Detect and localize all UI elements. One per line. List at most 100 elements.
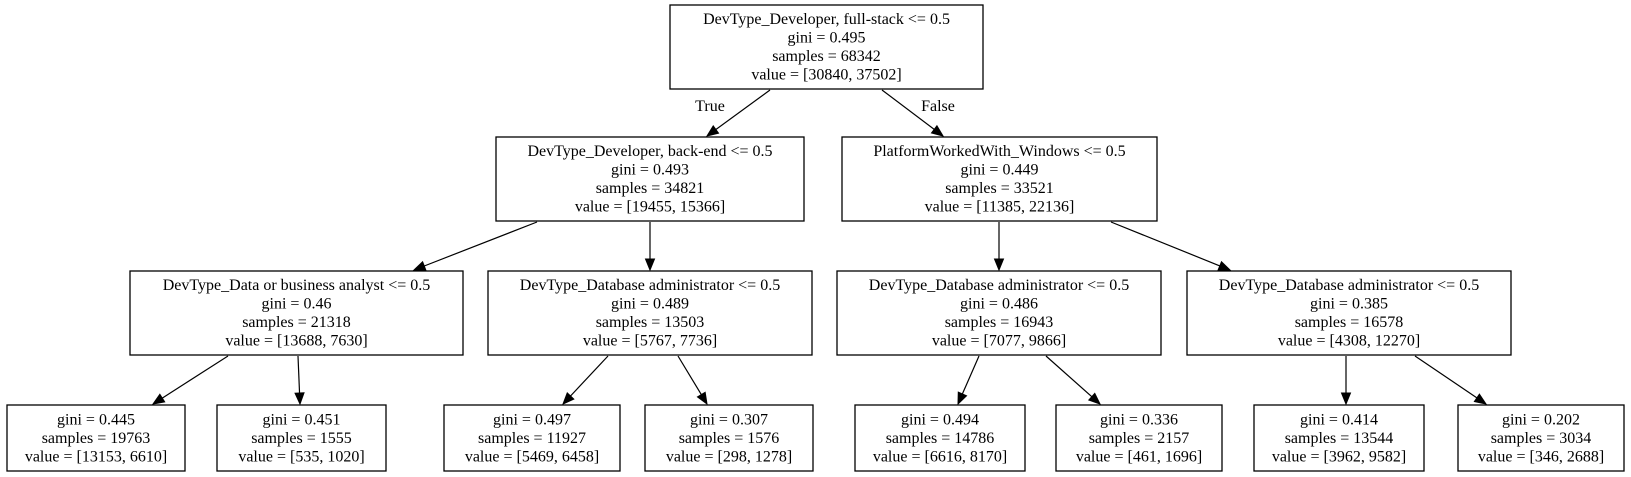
node-stat-line: value = [13153, 6610] <box>25 448 167 465</box>
node-box <box>1055 404 1223 472</box>
tree-split-node: DevType_Developer, full-stack <= 0.5 gini… <box>669 4 984 90</box>
node-split-rule: DevType_Developer, back-end <= 0.5 <box>527 143 772 160</box>
node-box <box>443 404 621 472</box>
node-stat-line: gini = 0.445 <box>57 411 135 428</box>
tree-edge <box>412 221 538 271</box>
node-stat-line: samples = 1555 <box>251 430 352 447</box>
tree-edge <box>1414 355 1488 405</box>
node-box <box>6 404 186 472</box>
tree-edge <box>1110 221 1232 271</box>
node-box <box>841 136 1158 222</box>
edge-line <box>677 355 702 395</box>
node-split-rule: PlatformWorkedWith_Windows <= 0.5 <box>873 143 1125 160</box>
node-stat-line: value = [535, 1020] <box>238 448 364 465</box>
node-stat-line: gini = 0.495 <box>788 30 866 47</box>
arrowhead-icon <box>696 391 708 406</box>
tree-edge <box>151 355 229 405</box>
node-layer: DevType_Developer, full-stack <= 0.5 gini… <box>6 4 1625 472</box>
arrowhead-icon <box>294 392 305 406</box>
edge-line <box>881 89 935 130</box>
tree-edge <box>881 89 945 137</box>
node-split-rule: DevType_Database administrator <= 0.5 <box>1219 277 1479 294</box>
edge-line <box>1414 355 1478 399</box>
tree-split-node: DevType_Data or business analyst <= 0.5 g… <box>129 270 464 356</box>
node-stat-line: value = [5767, 7736] <box>583 333 717 350</box>
node-stat-line: samples = 16578 <box>1295 314 1404 331</box>
node-box <box>644 404 814 472</box>
edge-line <box>961 355 980 395</box>
node-stat-line: samples = 21318 <box>242 314 351 331</box>
arrowhead-icon <box>151 393 166 405</box>
tree-edge <box>677 355 708 406</box>
tree-edge <box>294 355 305 406</box>
node-stat-line: value = [19455, 15366] <box>575 199 725 216</box>
edge-layer <box>151 89 1488 406</box>
node-stat-line: gini = 0.486 <box>960 296 1038 313</box>
tree-edge <box>644 222 656 272</box>
node-stat-line: gini = 0.385 <box>1310 296 1388 313</box>
arrowhead-icon <box>1473 393 1488 405</box>
arrowhead-icon <box>705 124 720 137</box>
node-stat-line: samples = 1576 <box>679 430 780 447</box>
tree-split-node: DevType_Database administrator <= 0.5gin… <box>487 270 813 356</box>
node-stat-line: value = [298, 1278] <box>666 448 792 465</box>
tree-split-node: DevType_Database administrator <= 0.5gin… <box>836 270 1162 356</box>
node-box <box>1253 404 1425 472</box>
arrowhead-icon <box>562 392 575 405</box>
tree-edge <box>562 355 609 405</box>
node-stat-line: samples = 33521 <box>945 180 1054 197</box>
node-stat-line: gini = 0.336 <box>1100 411 1178 428</box>
tree-split-node: PlatformWorkedWith_Windows <= 0.5 gini = … <box>841 136 1158 222</box>
node-stat-line: value = [346, 2688] <box>1478 448 1604 465</box>
node-stat-line: gini = 0.46 <box>262 296 332 313</box>
node-stat-line: samples = 68342 <box>772 48 881 65</box>
edge-line <box>161 355 229 399</box>
branch-label-true: True <box>695 98 725 115</box>
tree-edge <box>1045 355 1101 405</box>
node-box <box>1186 270 1512 356</box>
node-stat-line: samples = 11927 <box>478 430 586 447</box>
branch-label-false: False <box>921 98 955 115</box>
node-split-rule: DevType_Data or business analyst <= 0.5 <box>163 277 431 294</box>
node-split-rule: DevType_Developer, full-stack <= 0.5 <box>703 11 950 28</box>
node-stat-line: samples = 16943 <box>945 314 1054 331</box>
node-stat-line: gini = 0.489 <box>611 296 689 313</box>
edge-line <box>715 89 771 130</box>
node-stat-line: value = [3962, 9582] <box>1272 448 1406 465</box>
node-stat-line: value = [13688, 7630] <box>225 333 367 350</box>
edge-line <box>424 221 538 267</box>
node-box <box>836 270 1162 356</box>
node-stat-line: samples = 2157 <box>1089 430 1190 447</box>
arrowhead-icon <box>1217 260 1232 271</box>
edge-line <box>1110 221 1221 267</box>
node-stat-line: gini = 0.307 <box>690 411 768 428</box>
edge-line <box>297 355 301 394</box>
node-box <box>1457 404 1625 472</box>
node-stat-line: value = [5469, 6458] <box>465 448 599 465</box>
node-stat-line: samples = 14786 <box>886 430 995 447</box>
tree-edge <box>1340 356 1352 406</box>
arrowhead-icon <box>412 260 427 271</box>
node-stat-line: value = [4308, 12270] <box>1278 333 1420 350</box>
arrowhead-icon <box>644 258 656 272</box>
node-box <box>495 136 805 222</box>
node-stat-line: gini = 0.202 <box>1502 411 1580 428</box>
node-stat-line: value = [30840, 37502] <box>751 67 901 84</box>
arrowhead-icon <box>930 124 945 137</box>
node-stat-line: gini = 0.451 <box>263 411 341 428</box>
node-stat-line: value = [7077, 9866] <box>932 333 1066 350</box>
node-stat-line: samples = 13544 <box>1285 430 1394 447</box>
node-stat-line: samples = 34821 <box>596 180 705 197</box>
arrowhead-icon <box>1340 392 1352 406</box>
node-stat-line: gini = 0.449 <box>961 162 1039 179</box>
edge-line <box>570 355 609 397</box>
node-stat-line: gini = 0.493 <box>611 162 689 179</box>
node-box <box>669 4 984 90</box>
node-box <box>129 270 464 356</box>
